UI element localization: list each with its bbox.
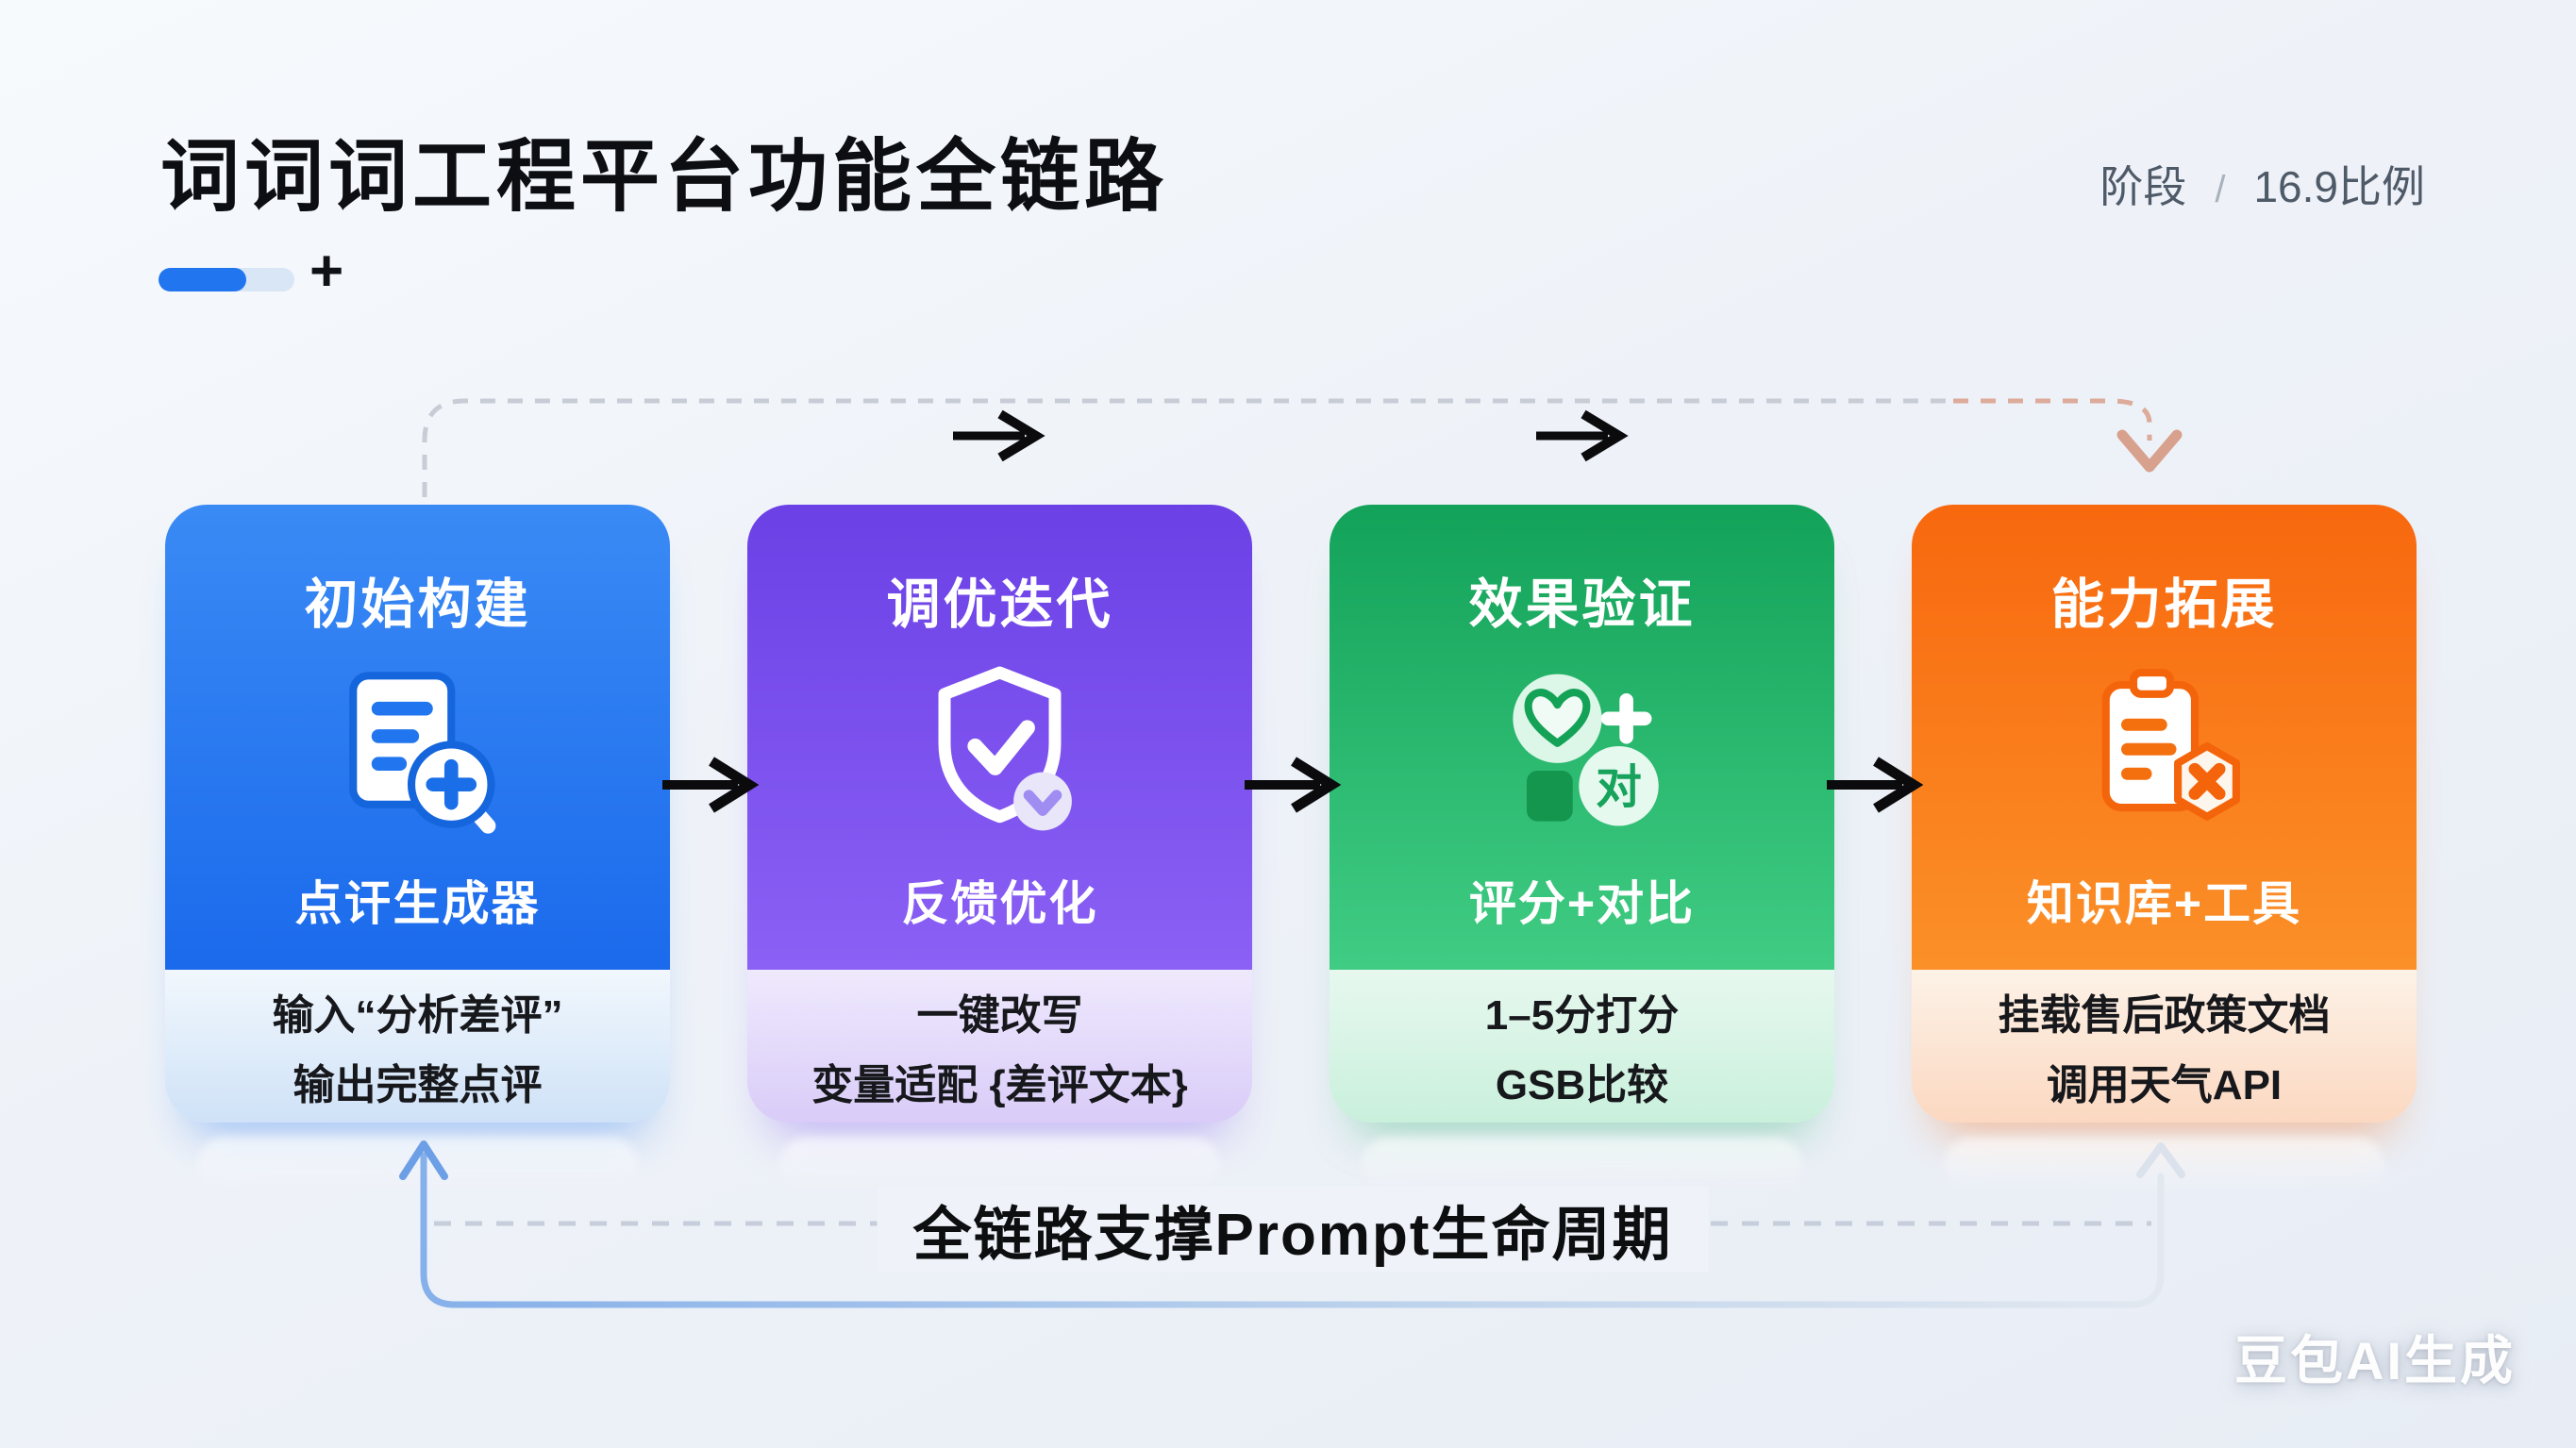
plus-icon: +	[309, 239, 344, 304]
arrow-right-mid-2-icon	[1245, 757, 1342, 813]
card-title: 效果验证	[1468, 574, 1696, 635]
card-footer-line: 挂载售后政策文档	[1998, 992, 2331, 1039]
compare-glyph: 对	[1596, 762, 1642, 813]
meta-divider: /	[2215, 169, 2226, 210]
watermark: 豆包AI生成	[2234, 1331, 2516, 1390]
card-tuning-iteration: 调优迭代 反馈优化 一键改写 变量适配 {差评文本}	[747, 505, 1252, 1123]
card-subtitle: 反馈优化	[901, 877, 1098, 930]
card-footer-line: 输入“分析差评”	[272, 992, 563, 1039]
arrow-right-top-1-icon	[953, 409, 1045, 462]
card-initial-build: 初始构建 点讦生成器 输入“分析差评” 输出完整点评	[165, 505, 670, 1123]
stage-cards-row: 初始构建 点讦生成器 输入“分析差评” 输出完整点评 调优	[165, 505, 2417, 1123]
header-meta: 阶段 / 16.9比例	[2099, 153, 2425, 215]
arrow-up-left-icon	[399, 1140, 448, 1180]
card-footer-line: 变量适配 {差评文本}	[811, 1062, 1188, 1108]
arrow-right-mid-3-icon	[1827, 757, 1924, 813]
card-footer-line: 输出完整点评	[293, 1062, 543, 1108]
card-footer-line: 1–5分打分	[1484, 992, 1680, 1039]
heart-plus-compare-icon: 对	[1513, 674, 1659, 826]
card-capability-extension: 能力拓展 知识库+工具 挂载售后政策文档 调用天气API	[1912, 505, 2417, 1123]
page-title: 词词词工程平台功能全链路	[160, 132, 1169, 221]
card-footer-line: 调用天气API	[2046, 1062, 2283, 1108]
arrow-down-icon	[2116, 429, 2183, 473]
clipboard-x-icon	[2101, 668, 2240, 821]
document-plus-icon	[349, 672, 496, 834]
card-title: 初始构建	[304, 574, 531, 635]
card-title: 调优迭代	[886, 574, 1113, 635]
card-title: 能力拓展	[2050, 574, 2278, 635]
arrow-right-mid-1-icon	[662, 757, 760, 813]
progress-pill	[159, 268, 294, 291]
stage-label: 阶段	[2099, 162, 2187, 211]
ratio-label: 16.9比例	[2253, 162, 2425, 211]
arrow-up-right-icon	[2136, 1142, 2185, 1178]
card-footer-line: GSB比较	[1495, 1062, 1669, 1108]
bottom-loop-path	[399, 1140, 2185, 1308]
card-footer-line: 一键改写	[916, 992, 1083, 1039]
card-subtitle: 评分+对比	[1468, 877, 1696, 930]
shield-check-icon	[938, 666, 1072, 831]
card-subtitle: 点讦生成器	[294, 877, 541, 930]
card-subtitle: 知识库+工具	[2026, 877, 2302, 930]
loop-label: 全链路支撑Prompt生命周期	[877, 1187, 1709, 1272]
card-effect-validation: 效果验证 对 评分+对比 1–5分打分 GSB比较	[1330, 505, 1834, 1123]
progress-fill	[159, 268, 246, 291]
arrow-right-top-2-icon	[1536, 409, 1629, 462]
top-dashed-loop-path	[422, 398, 2183, 497]
